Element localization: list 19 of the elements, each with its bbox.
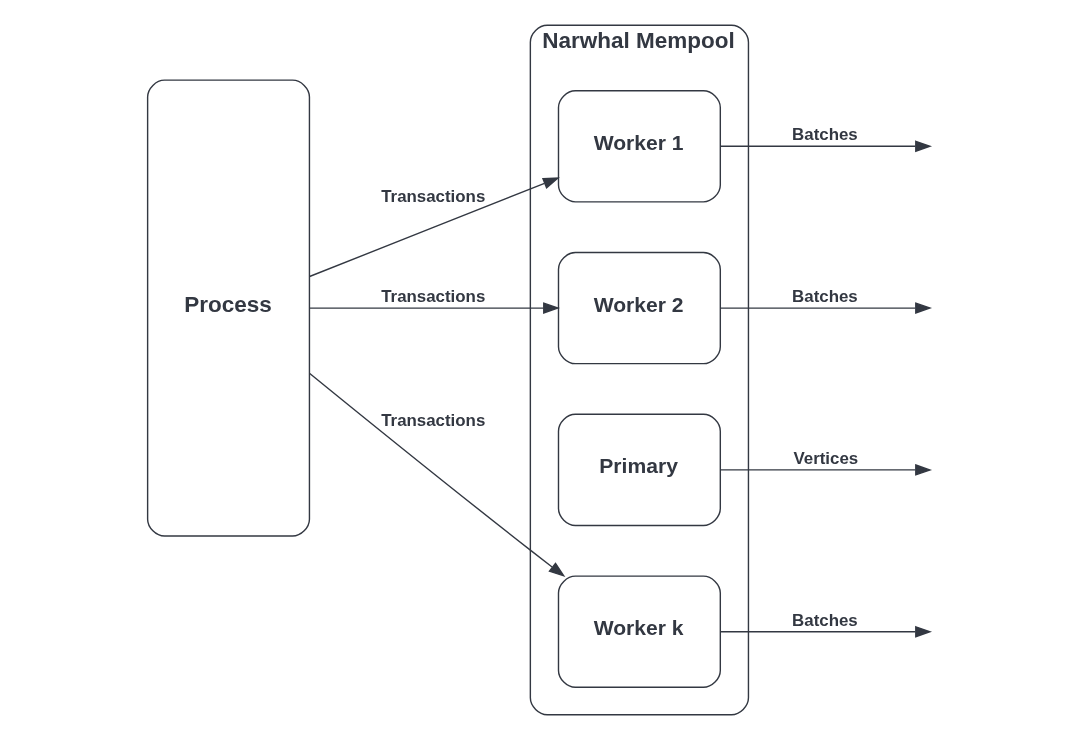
node-box: Primary <box>557 413 721 527</box>
edge-label: Transactions <box>380 410 485 430</box>
arrow <box>719 302 932 314</box>
edge-label: Transactions <box>380 286 485 306</box>
edge-label: Batches <box>791 286 858 306</box>
node-box: Worker k <box>557 575 721 688</box>
edge-label: Batches <box>791 610 858 630</box>
arrow <box>308 302 560 314</box>
arrow <box>719 464 932 476</box>
edge-label: Batches <box>791 125 858 145</box>
arrow <box>308 177 560 278</box>
edge-label: Vertices <box>792 448 858 468</box>
edge-label: Transactions <box>380 186 485 206</box>
node-box: Worker 2 <box>557 251 721 365</box>
node-box: Worker 1 <box>557 90 721 203</box>
arrow <box>308 372 565 578</box>
arrow <box>719 140 932 153</box>
node-box: Process <box>146 79 310 537</box>
arrow <box>719 625 932 638</box>
